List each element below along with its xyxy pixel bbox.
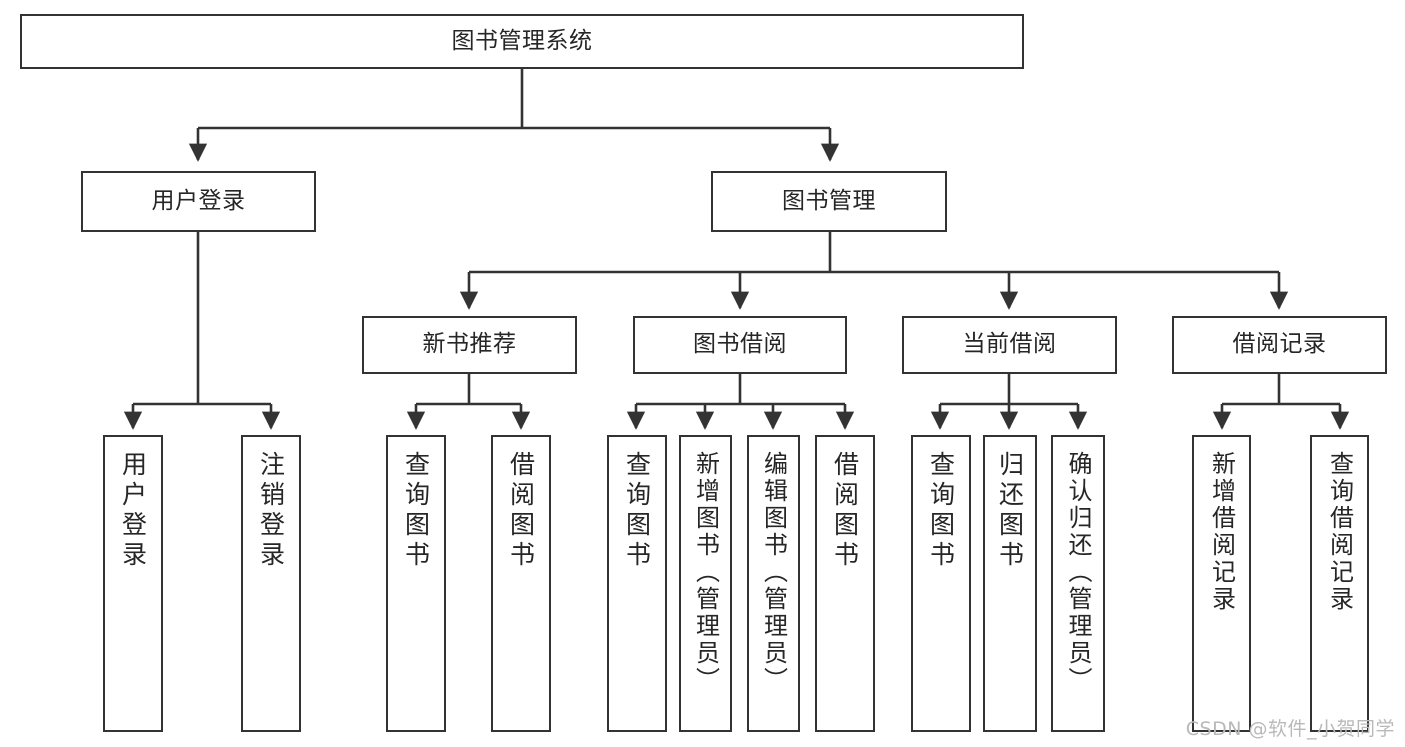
leaf-query-book-3[interactable]: 查询图书 [911,435,971,732]
csdn-watermark: CSDN @软件_小贺同学 [1185,718,1395,740]
leaf-borrow-book-2-label: 借阅图书 [830,451,860,571]
leaf-borrow-book-1[interactable]: 借阅图书 [491,435,551,732]
leaf-confirm-return-label: 确认归还（管理员） [1064,451,1092,694]
leaf-query-book-3-label: 查询图书 [926,451,956,571]
leaf-add-record[interactable]: 新增借阅记录 [1192,435,1251,732]
leaf-query-record-label: 查询借阅记录 [1325,451,1354,613]
node-borrow-record-label: 借阅记录 [1232,331,1327,358]
node-user-login-label: 用户登录 [151,187,246,214]
leaf-add-book[interactable]: 新增图书（管理员） [679,435,732,732]
leaf-user-login[interactable]: 用户登录 [103,435,163,732]
node-new-book-rec-label: 新书推荐 [422,331,517,358]
node-user-login[interactable]: 用户登录 [81,171,316,232]
leaf-edit-book-label: 编辑图书（管理员） [759,451,788,694]
leaf-logout-label: 注销登录 [256,451,286,571]
leaf-query-book-1[interactable]: 查询图书 [386,435,446,732]
node-new-book-rec[interactable]: 新书推荐 [362,316,577,374]
leaf-query-record[interactable]: 查询借阅记录 [1310,435,1369,732]
leaf-borrow-book-1-label: 借阅图书 [506,451,536,571]
node-book-manage-label: 图书管理 [782,187,876,214]
node-current-borrow-label: 当前借阅 [962,331,1057,358]
leaf-query-book-2-label: 查询图书 [622,451,652,571]
node-book-borrow[interactable]: 图书借阅 [633,316,847,374]
leaf-query-book-2[interactable]: 查询图书 [607,435,667,732]
leaf-return-book[interactable]: 归还图书 [983,435,1037,732]
leaf-confirm-return[interactable]: 确认归还（管理员） [1051,435,1105,732]
leaf-borrow-book-2[interactable]: 借阅图书 [815,435,875,732]
node-book-manage[interactable]: 图书管理 [711,171,947,232]
leaf-edit-book[interactable]: 编辑图书（管理员） [747,435,800,732]
node-borrow-record[interactable]: 借阅记录 [1172,316,1387,374]
leaf-return-book-label: 归还图书 [995,451,1025,571]
leaf-add-record-label: 新增借阅记录 [1207,451,1236,613]
node-root[interactable]: 图书管理系统 [20,14,1024,69]
leaf-user-login-label: 用户登录 [118,451,148,571]
leaf-query-book-1-label: 查询图书 [401,451,431,571]
leaf-logout[interactable]: 注销登录 [241,435,301,732]
node-current-borrow[interactable]: 当前借阅 [902,316,1117,374]
node-book-borrow-label: 图书借阅 [693,331,787,358]
leaf-add-book-label: 新增图书（管理员） [691,451,720,694]
node-root-label: 图书管理系统 [451,27,593,54]
